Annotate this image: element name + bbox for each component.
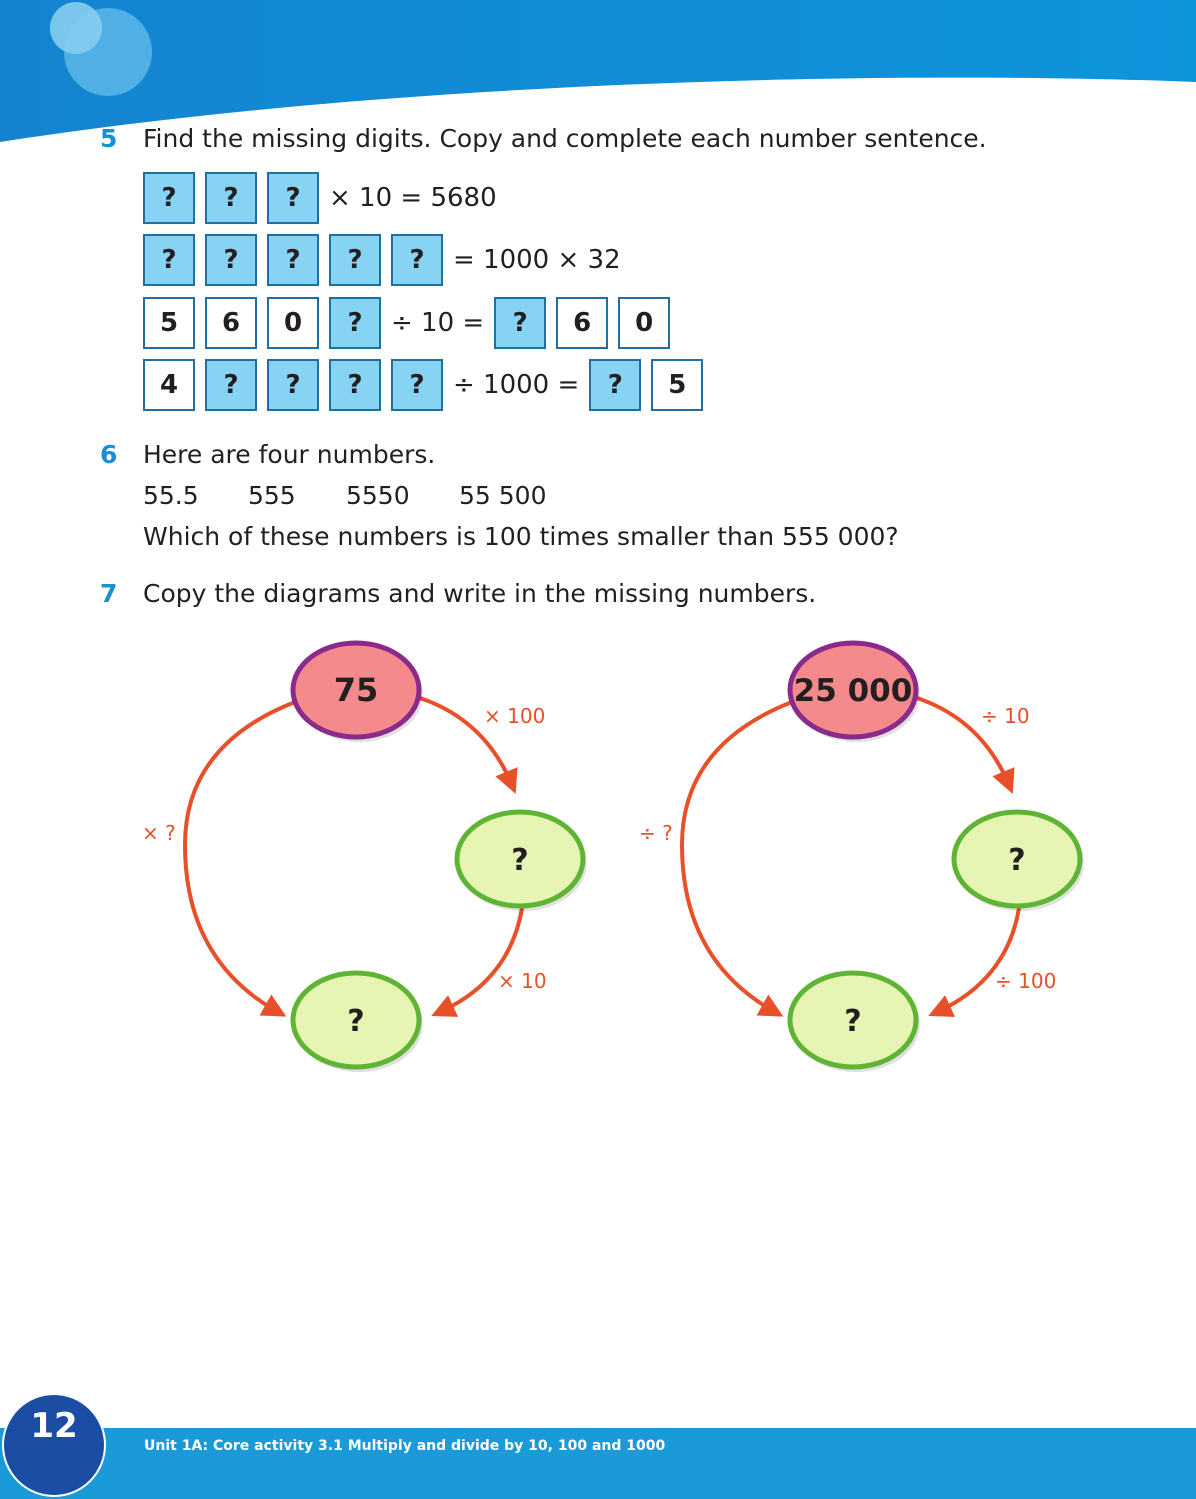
missing-digit-box[interactable]: ? bbox=[205, 234, 257, 286]
right-node bbox=[454, 809, 586, 909]
missing-digit-box[interactable]: ? bbox=[589, 359, 642, 411]
operation-label-top: × 100 bbox=[484, 704, 545, 728]
missing-digit-box[interactable]: ? bbox=[267, 234, 319, 286]
digit-box: 5 bbox=[143, 297, 195, 349]
operation-label-right: × 10 bbox=[498, 969, 547, 993]
start-node bbox=[290, 640, 422, 740]
arrow-top-right bbox=[916, 696, 1015, 794]
footer-bar bbox=[0, 1428, 1196, 1499]
number-option: 55 500 bbox=[459, 481, 547, 510]
question-7-number: 7 bbox=[100, 579, 118, 608]
sentence-operation: = 1000 × 32 bbox=[453, 245, 621, 275]
decor-circle-small-icon bbox=[50, 2, 102, 54]
right-node bbox=[951, 809, 1083, 909]
page-number: 12 bbox=[30, 1406, 78, 1446]
number-sentence-1: ??? × 10 = 5680 bbox=[143, 170, 507, 226]
start-node bbox=[787, 640, 919, 740]
bottom-node bbox=[290, 970, 422, 1070]
question-6-number: 6 bbox=[100, 440, 118, 469]
digit-box: 4 bbox=[143, 359, 195, 411]
missing-digit-box[interactable]: ? bbox=[391, 234, 443, 286]
operation-label-left: × ? bbox=[142, 821, 176, 845]
unit-title: Unit 1A: Core activity 3.1 Multiply and … bbox=[144, 1438, 666, 1454]
missing-digit-box[interactable]: ? bbox=[267, 359, 319, 411]
four-numbers: 55.5 555 5550 55 500 bbox=[143, 481, 546, 510]
missing-digit-box[interactable]: ? bbox=[494, 297, 547, 349]
missing-number-bottom[interactable]: ? bbox=[347, 1004, 364, 1039]
missing-digit-box[interactable]: ? bbox=[143, 234, 195, 286]
cycle-diagram-1: 75?? × 100 × 10 × ? bbox=[142, 640, 587, 1072]
arrow-top-right bbox=[419, 696, 518, 794]
missing-number-bottom[interactable]: ? bbox=[844, 1004, 861, 1039]
digit-box: 0 bbox=[618, 297, 671, 349]
sentence-operation: × 10 = 5680 bbox=[329, 183, 497, 213]
digit-box: 6 bbox=[556, 297, 609, 349]
question-5-text: Find the missing digits. Copy and comple… bbox=[143, 124, 987, 153]
arrow-right-bottom bbox=[431, 907, 524, 1017]
sentence-operation: ÷ 10 = bbox=[391, 308, 485, 338]
digit-box: 6 bbox=[205, 297, 257, 349]
start-value: 25 000 bbox=[794, 673, 913, 709]
missing-digit-box[interactable]: ? bbox=[143, 172, 195, 224]
bottom-node bbox=[787, 970, 919, 1070]
top-banner bbox=[0, 0, 1196, 142]
question-5-number: 5 bbox=[100, 124, 118, 153]
operation-label-left: ÷ ? bbox=[639, 821, 673, 845]
question-6-question: Which of these numbers is 100 times smal… bbox=[143, 522, 899, 551]
number-option: 55.5 bbox=[143, 481, 199, 510]
missing-digit-box[interactable]: ? bbox=[205, 359, 257, 411]
arrow-left-loop bbox=[679, 700, 793, 1017]
number-option: 5550 bbox=[346, 481, 410, 510]
operation-label-right: ÷ 100 bbox=[995, 969, 1056, 993]
page-number-badge bbox=[2, 1393, 106, 1497]
missing-number-right[interactable]: ? bbox=[511, 843, 528, 878]
missing-digit-box[interactable]: ? bbox=[329, 234, 381, 286]
missing-digit-box[interactable]: ? bbox=[391, 359, 443, 411]
missing-number-right[interactable]: ? bbox=[1008, 843, 1025, 878]
number-sentence-4: 4????÷ 1000 =?5 bbox=[143, 357, 713, 413]
cycle-diagram-2: 25 000?? ÷ 10 ÷ 100 ÷ ? bbox=[639, 640, 1084, 1072]
digit-box: 5 bbox=[651, 359, 704, 411]
arrow-left-loop bbox=[182, 700, 296, 1017]
number-sentence-2: ????? = 1000 × 32 bbox=[143, 232, 631, 288]
missing-digit-box[interactable]: ? bbox=[205, 172, 257, 224]
number-option: 555 bbox=[248, 481, 296, 510]
digit-box: 0 bbox=[267, 297, 319, 349]
missing-digit-box[interactable]: ? bbox=[329, 359, 381, 411]
missing-digit-box[interactable]: ? bbox=[267, 172, 319, 224]
question-6-text: Here are four numbers. bbox=[143, 440, 436, 469]
missing-digit-box[interactable]: ? bbox=[329, 297, 381, 349]
sentence-operation: ÷ 1000 = bbox=[453, 370, 580, 400]
operation-label-top: ÷ 10 bbox=[981, 704, 1030, 728]
arrow-right-bottom bbox=[928, 907, 1021, 1017]
start-value: 75 bbox=[334, 671, 379, 709]
question-7-text: Copy the diagrams and write in the missi… bbox=[143, 579, 817, 608]
